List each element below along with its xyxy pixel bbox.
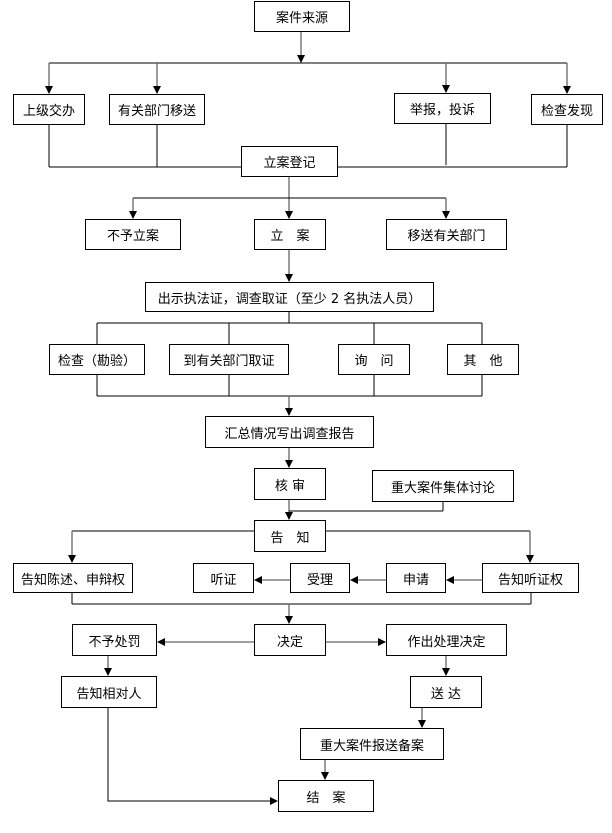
node-report-file: 重大案件报送备案 <box>300 728 444 760</box>
node-notify-defense: 告知陈述、申辩权 <box>13 563 133 593</box>
node-decision: 决定 <box>254 624 326 656</box>
node-review: 核 审 <box>254 468 326 500</box>
node-report-complaint: 举报，投诉 <box>394 93 491 124</box>
node-notify: 告 知 <box>254 520 326 552</box>
node-collective-discussion: 重大案件集体讨论 <box>372 470 514 502</box>
node-apply: 申请 <box>386 563 446 593</box>
node-inspect: 检查（勘验） <box>49 344 145 375</box>
node-dept-transfer: 有关部门移送 <box>109 94 205 125</box>
node-case-register: 立案登记 <box>241 146 338 177</box>
node-transfer-dept: 移送有关部门 <box>386 219 507 250</box>
node-close-case: 结 案 <box>278 780 374 812</box>
node-inquiry: 询 问 <box>338 344 410 375</box>
node-no-penalty: 不予处罚 <box>72 624 157 656</box>
node-other: 其 他 <box>447 344 519 375</box>
node-show-certificate: 出示执法证，调查取证（至少 2 名执法人员） <box>145 282 434 312</box>
node-deliver: 送 达 <box>410 676 482 708</box>
node-no-case: 不予立案 <box>85 219 181 250</box>
node-case-source: 案件来源 <box>254 1 350 32</box>
node-summary-report: 汇总情况写出调查报告 <box>205 416 374 448</box>
node-notify-party: 告知相对人 <box>61 676 157 708</box>
node-make-decision: 作出处理决定 <box>386 624 507 656</box>
node-superior-assigned: 上级交办 <box>13 94 85 125</box>
node-inspection-found: 检查发现 <box>531 94 603 125</box>
node-file-case: 立 案 <box>254 219 326 250</box>
node-notify-hearing: 告知听证权 <box>482 563 579 593</box>
node-hearing: 听证 <box>193 563 254 593</box>
node-accept: 受理 <box>290 563 350 593</box>
node-dept-evidence: 到有关部门取证 <box>169 344 289 375</box>
